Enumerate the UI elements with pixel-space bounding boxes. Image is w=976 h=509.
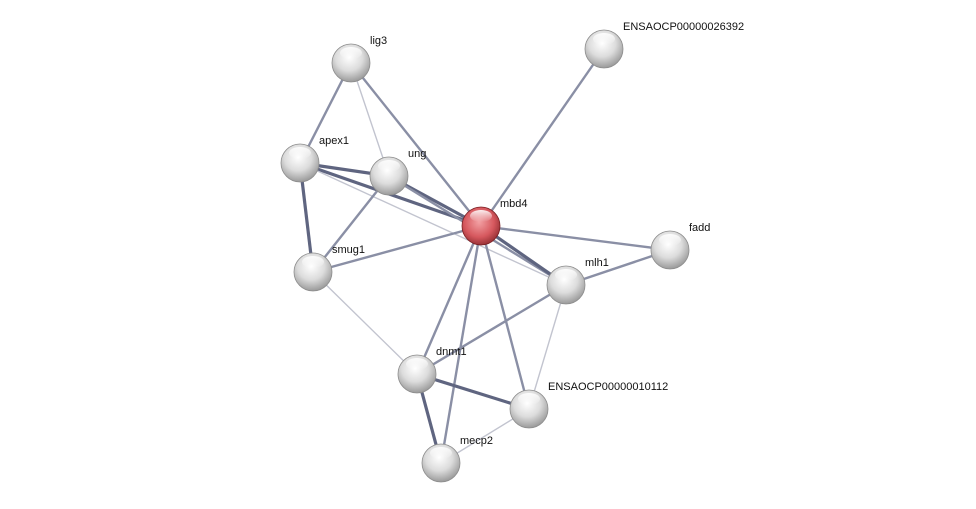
edge-ung-smug1[interactable] xyxy=(312,175,390,273)
edge-mlh1-ens10112[interactable] xyxy=(528,284,567,410)
node-label: smug1 xyxy=(332,244,365,256)
edge-lig3-mbd4[interactable] xyxy=(350,62,482,227)
node-highlight xyxy=(470,210,492,222)
node-apex1[interactable]: apex1 xyxy=(280,135,349,183)
node-label: dnmt1 xyxy=(436,346,467,358)
edge-mbd4-ens10112[interactable] xyxy=(479,225,531,410)
edge-lig3-ung[interactable] xyxy=(350,62,390,177)
node-label: mlh1 xyxy=(585,257,609,269)
edge-apex1-mlh1[interactable] xyxy=(299,162,567,286)
edge-mbd4-dnmt1[interactable] xyxy=(415,225,483,375)
node-mbd4[interactable]: mbd4 xyxy=(461,198,528,246)
node-label: mecp2 xyxy=(460,435,493,447)
node-label: ENSAOCP00000026392 xyxy=(623,21,744,33)
edge-dnmt1-ens10112[interactable] xyxy=(416,372,530,411)
node-highlight xyxy=(518,393,540,405)
node-mlh1[interactable]: mlh1 xyxy=(546,257,609,305)
node-mecp2[interactable]: mecp2 xyxy=(421,435,493,483)
node-dnmt1[interactable]: dnmt1 xyxy=(397,346,467,394)
node-fadd[interactable]: fadd xyxy=(650,222,710,270)
node-label: ung xyxy=(408,148,426,160)
node-highlight xyxy=(593,33,615,45)
node-ens26392[interactable]: ENSAOCP00000026392 xyxy=(584,21,744,69)
edge-mbd4-mecp2[interactable] xyxy=(439,225,483,464)
edge-smug1-mbd4[interactable] xyxy=(312,224,482,274)
node-highlight xyxy=(302,256,324,268)
node-highlight xyxy=(406,358,428,370)
node-lig3[interactable]: lig3 xyxy=(331,35,387,83)
edge-ens26392-mbd4[interactable] xyxy=(480,48,605,227)
node-ung[interactable]: ung xyxy=(369,148,426,196)
node-smug1[interactable]: smug1 xyxy=(293,244,365,292)
node-ens10112[interactable]: ENSAOCP00000010112 xyxy=(509,381,668,429)
node-label: lig3 xyxy=(370,35,387,47)
node-label: fadd xyxy=(689,222,710,234)
node-highlight xyxy=(659,234,681,246)
node-highlight xyxy=(289,147,311,159)
edge-mlh1-dnmt1[interactable] xyxy=(416,283,567,376)
node-highlight xyxy=(340,47,362,59)
node-label: apex1 xyxy=(319,135,349,147)
node-highlight xyxy=(430,447,452,459)
edge-smug1-dnmt1[interactable] xyxy=(312,271,418,375)
node-highlight xyxy=(555,269,577,281)
node-label: mbd4 xyxy=(500,198,528,210)
node-label: ENSAOCP00000010112 xyxy=(548,381,668,393)
node-highlight xyxy=(378,160,400,172)
edge-mbd4-fadd[interactable] xyxy=(480,224,671,252)
